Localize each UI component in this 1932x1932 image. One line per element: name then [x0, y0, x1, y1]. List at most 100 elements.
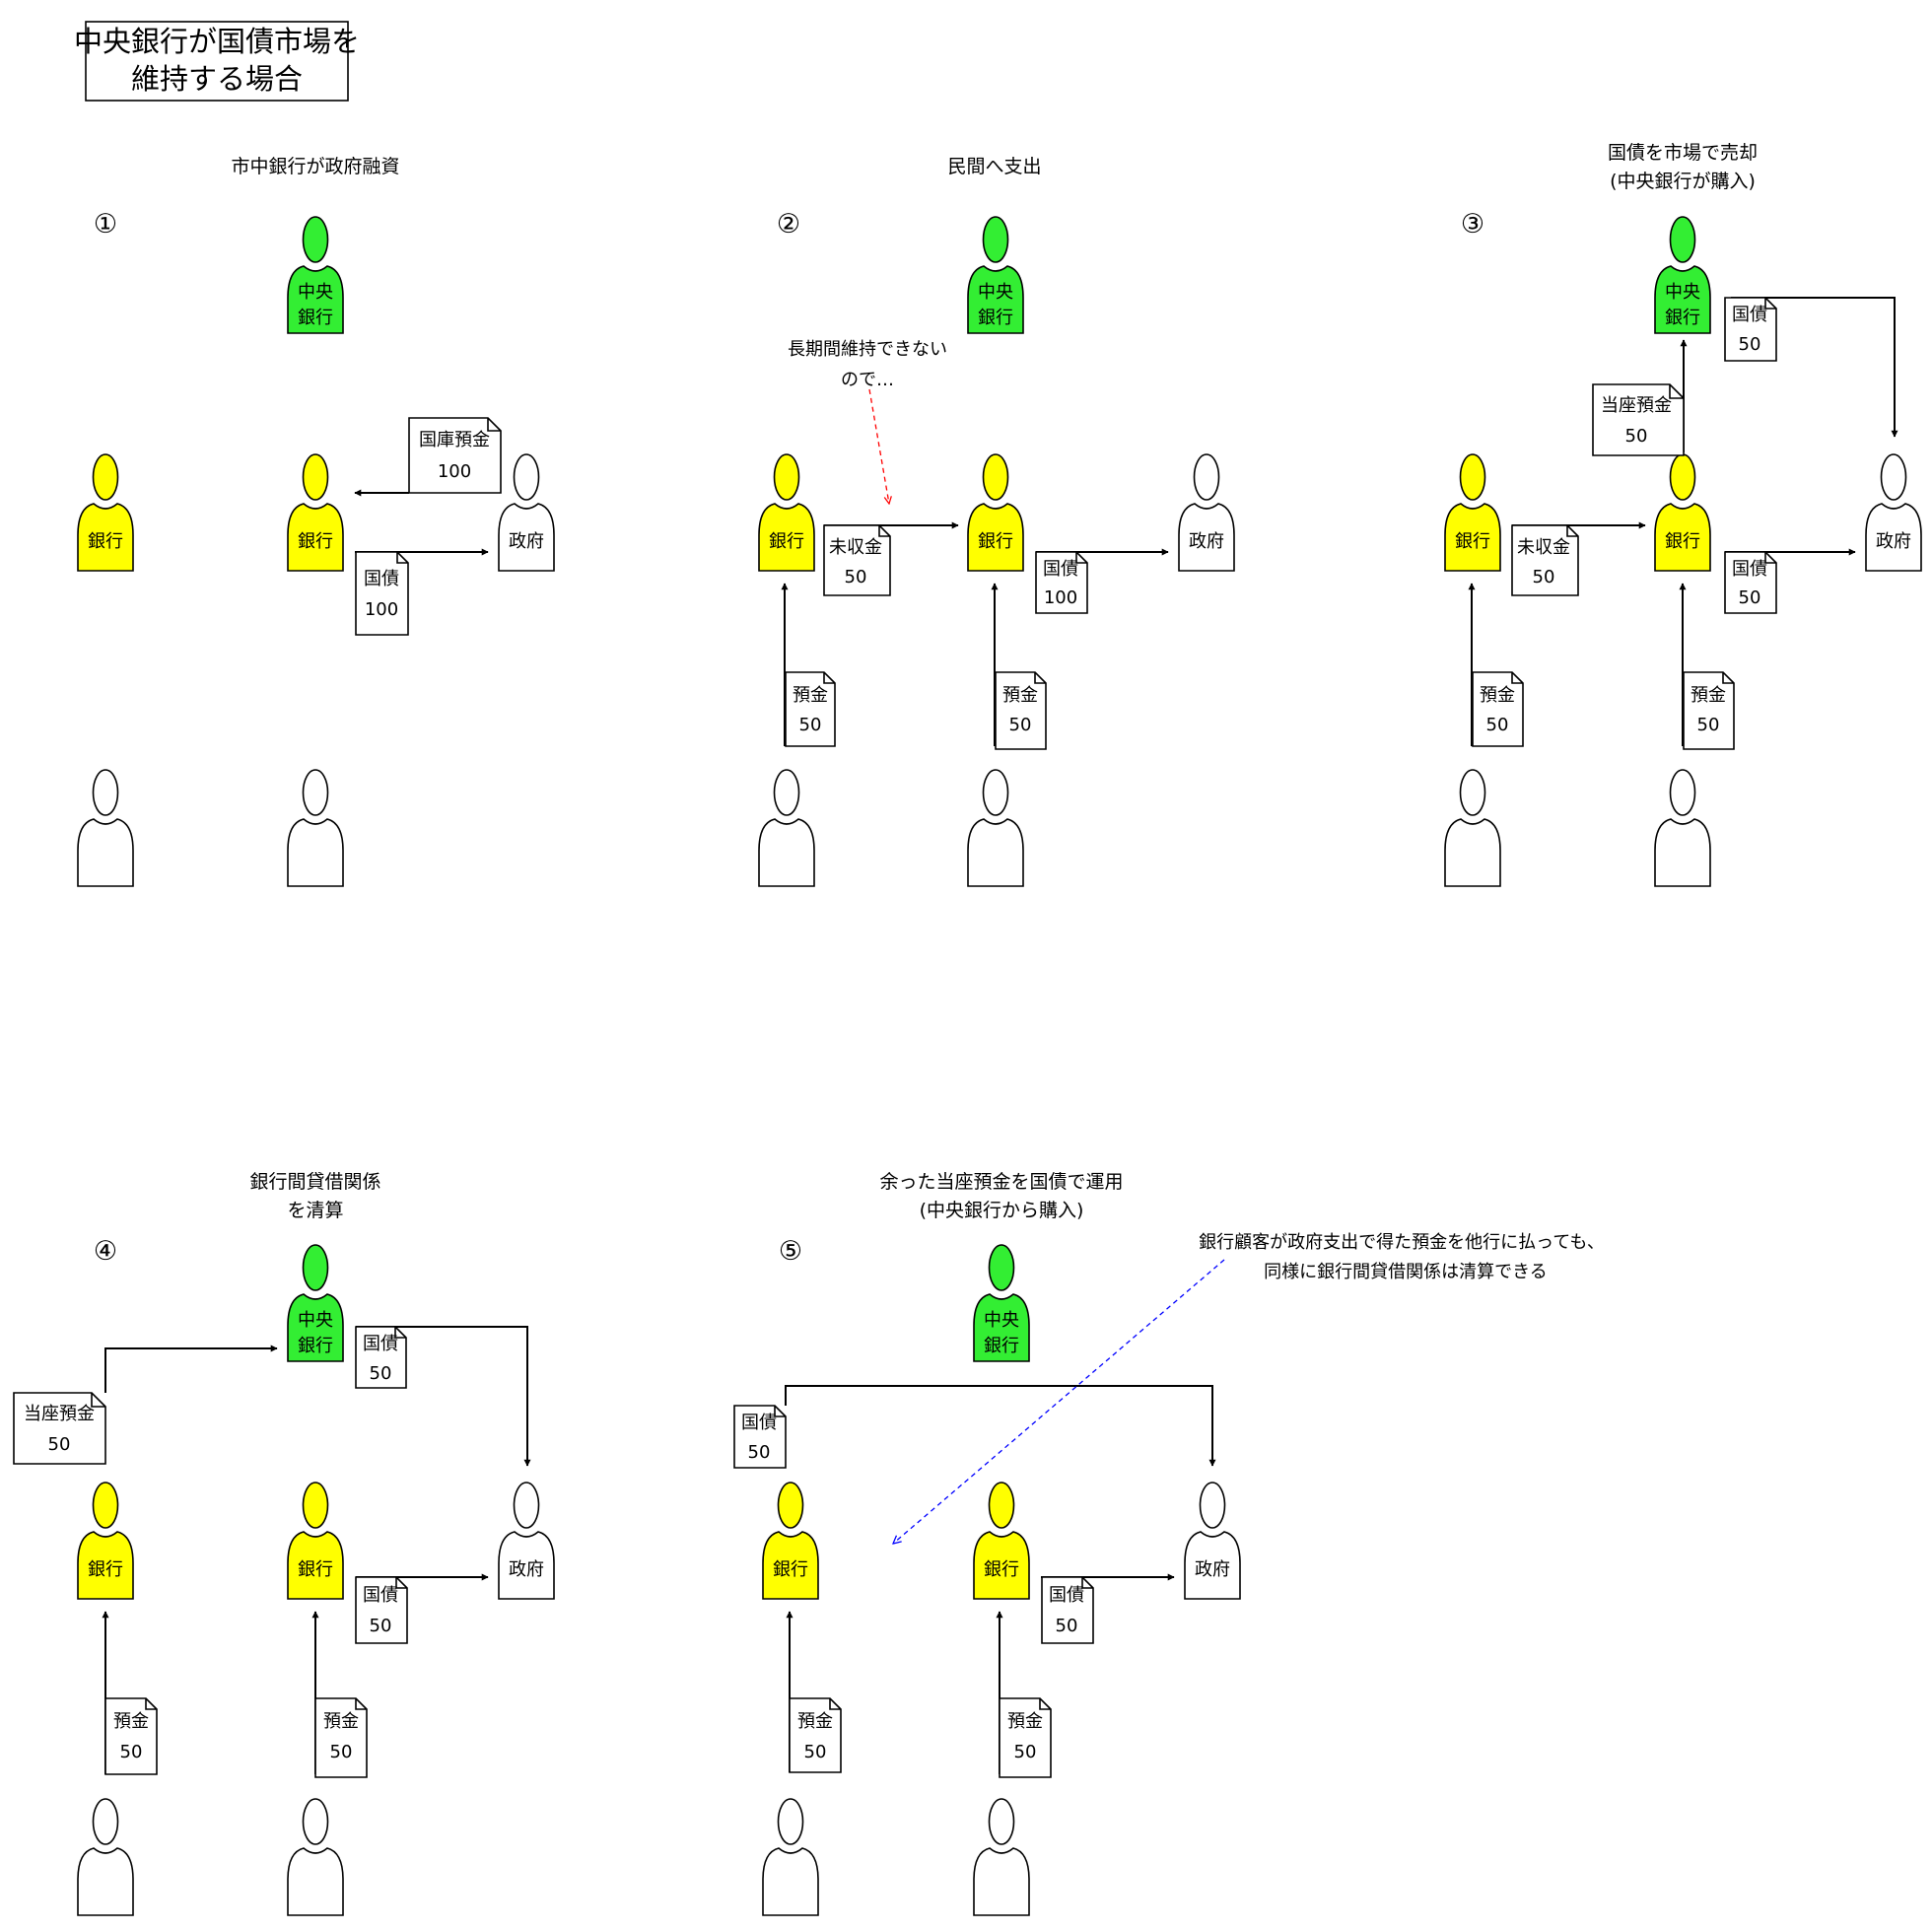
document-icon: 国債 100 [1035, 551, 1088, 614]
bank-b-label: 銀行 [298, 531, 333, 552]
bank-a-figure [762, 1482, 819, 1600]
bank-b-label: 銀行 [978, 531, 1013, 552]
customer-b-figure [287, 769, 344, 887]
panel-2-heading: 民間へ支出 [947, 156, 1041, 177]
government-figure [1184, 1482, 1241, 1600]
bank-a-label: 銀行 [769, 531, 804, 552]
central-bank-label: 中央 [1665, 282, 1700, 303]
bank-b-figure [973, 1482, 1030, 1600]
doc-label: 当座預金 [1601, 395, 1672, 416]
document-icon: 国債 50 [355, 1576, 408, 1644]
document-icon: 国庫預金 100 [408, 417, 502, 494]
note-text: 銀行顧客が政府支出で得た預金を他行に払っても、 [1199, 1232, 1605, 1253]
doc-label: 国債 [741, 1413, 777, 1433]
doc-value: 50 [1739, 334, 1761, 355]
panel-5-heading: 余った当座預金を国債で運用 [879, 1171, 1123, 1193]
doc-value: 50 [330, 1742, 353, 1762]
doc-value: 50 [799, 715, 822, 735]
note-text: ので… [841, 370, 894, 390]
doc-label: 預金 [113, 1711, 149, 1732]
bank-a-figure [77, 1482, 134, 1600]
document-icon: 預金 50 [1683, 671, 1735, 750]
doc-label: 国債 [1043, 559, 1078, 580]
panel-3: ③ 国債を市場で売却 (中央銀行が購入) 中央 銀行 銀行 銀行 政府 国債 5… [1444, 142, 1922, 887]
customer-b-figure [967, 769, 1024, 887]
document-icon: 国債 50 [1041, 1576, 1094, 1644]
customer-a-figure [762, 1798, 819, 1916]
customer-b-figure [1654, 769, 1711, 887]
panel-5-heading: (中央銀行から購入) [920, 1200, 1084, 1221]
central-bank-label: 銀行 [298, 308, 333, 328]
panel-3-heading: (中央銀行が購入) [1610, 171, 1756, 192]
doc-label: 預金 [793, 685, 828, 706]
document-icon: 預金 50 [104, 1697, 158, 1775]
doc-value: 50 [370, 1616, 392, 1636]
bank-b-label: 銀行 [984, 1559, 1019, 1580]
central-bank-label: 銀行 [298, 1336, 333, 1356]
doc-value: 50 [1625, 426, 1648, 447]
doc-label: 国庫預金 [419, 430, 490, 450]
panel-5: ⑤ 余った当座預金を国債で運用 (中央銀行から購入) 中央 銀行 銀行 銀行 政… [733, 1171, 1605, 1916]
panel-4-number: ④ [94, 1236, 117, 1267]
reserve-transfer-arrow [104, 1345, 278, 1393]
bank-b-figure [287, 1482, 344, 1600]
document-icon: 国債 50 [733, 1405, 787, 1469]
customer-b-figure [287, 1798, 344, 1916]
bond-to-government-arrow [356, 1326, 531, 1467]
doc-value: 50 [1014, 1742, 1037, 1762]
note-text: 長期間維持できない [788, 339, 947, 360]
government-label: 政府 [509, 531, 544, 552]
document-icon: 国債 50 [1724, 551, 1777, 614]
panel-4-heading: を清算 [287, 1200, 343, 1221]
bank-a-figure [77, 453, 134, 572]
bank-b-label: 銀行 [298, 1559, 333, 1580]
doc-label: 預金 [1690, 685, 1726, 706]
customer-b-figure [973, 1798, 1030, 1916]
document-icon: 預金 50 [314, 1697, 368, 1778]
document-icon: 未収金 50 [823, 524, 891, 596]
customer-a-figure [758, 769, 815, 887]
doc-value: 100 [365, 599, 398, 620]
bank-a-label: 銀行 [88, 531, 123, 552]
doc-value: 50 [1009, 715, 1032, 735]
note-arrow [893, 1259, 1225, 1544]
doc-value: 50 [1486, 715, 1509, 735]
doc-label: 国債 [363, 1585, 398, 1606]
central-bank-label: 中央 [298, 282, 333, 303]
bank-a-figure [1444, 453, 1501, 572]
title-line-2: 維持する場合 [131, 62, 303, 96]
government-figure [498, 1482, 555, 1600]
document-icon: 当座預金 50 [1592, 383, 1685, 456]
panel-1-heading: 市中銀行が政府融資 [231, 156, 399, 177]
doc-label: 預金 [1002, 685, 1038, 706]
doc-label: 預金 [323, 1711, 359, 1732]
bank-b-figure [967, 453, 1024, 572]
note-arrow [868, 388, 889, 504]
document-icon: 当座預金 50 [13, 1392, 106, 1465]
doc-value: 50 [1533, 567, 1555, 587]
doc-value: 50 [1697, 715, 1720, 735]
doc-value: 50 [370, 1363, 392, 1384]
bond-to-government-arrow [785, 1385, 1216, 1467]
panel-3-number: ③ [1461, 209, 1484, 240]
document-icon: 預金 50 [1472, 671, 1524, 747]
central-bank-label: 中央 [984, 1310, 1019, 1331]
doc-label: 預金 [1007, 1711, 1043, 1732]
bank-a-figure [758, 453, 815, 572]
bank-b-label: 銀行 [1665, 531, 1700, 552]
document-icon: 預金 50 [785, 671, 836, 747]
doc-value: 100 [1044, 587, 1077, 608]
doc-label: 当座預金 [24, 1404, 95, 1424]
central-bank-label: 銀行 [1665, 308, 1700, 328]
doc-label: 未収金 [1517, 537, 1570, 558]
document-icon: 未収金 50 [1511, 524, 1579, 596]
bond-to-government-arrow [1731, 297, 1898, 438]
government-label: 政府 [1189, 531, 1224, 552]
document-icon: 預金 50 [999, 1697, 1052, 1778]
panel-4-heading: 銀行間貸借関係 [249, 1171, 380, 1193]
doc-label: 国債 [1732, 305, 1767, 325]
doc-value: 50 [1056, 1616, 1078, 1636]
doc-label: 未収金 [829, 537, 882, 558]
doc-value: 50 [845, 567, 867, 587]
